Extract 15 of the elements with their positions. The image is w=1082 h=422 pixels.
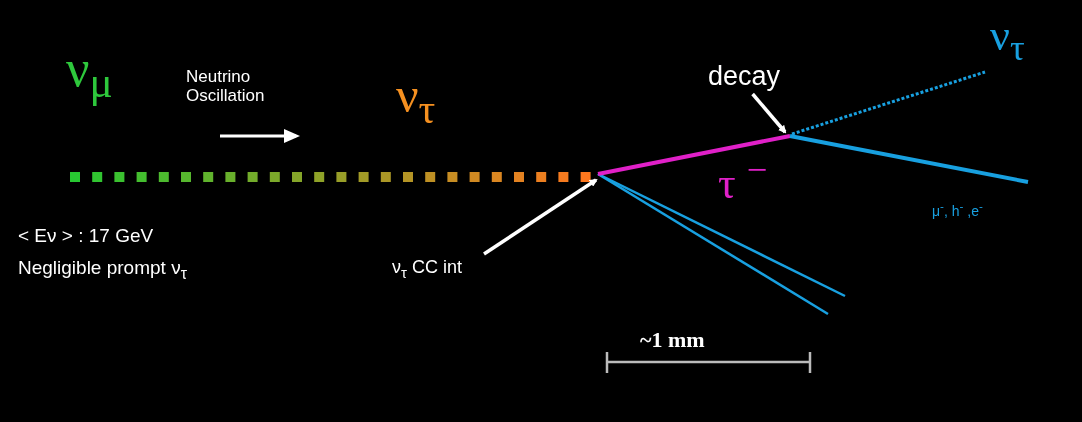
- particle-label: μ$^{-}$, h$^{-}$ ,e$^{-}$: [932, 200, 983, 220]
- annotation-text: Neutrino Oscillation: [186, 68, 266, 106]
- arrow: [483, 178, 598, 256]
- tau-track: [597, 134, 791, 176]
- arrow: [751, 92, 787, 134]
- annotation-text: ν$_{τ}$ CC int: [392, 258, 462, 282]
- particle-label: ν$_{τ}$: [396, 68, 436, 133]
- annotation-text: decay: [708, 62, 781, 92]
- hadron-tracks: [597, 172, 846, 316]
- dimension-label: ~1 mm: [640, 328, 705, 353]
- particle-label: ν$_{μ}$: [66, 40, 113, 108]
- particle-label: τ $^{−}$: [718, 150, 768, 209]
- annotation-text: < Eν > : 17 GeV: [18, 226, 154, 247]
- annotation-text: Negligible prompt ν$_{τ}$: [18, 258, 187, 283]
- particle-label: ν$_{τ}$: [990, 12, 1025, 69]
